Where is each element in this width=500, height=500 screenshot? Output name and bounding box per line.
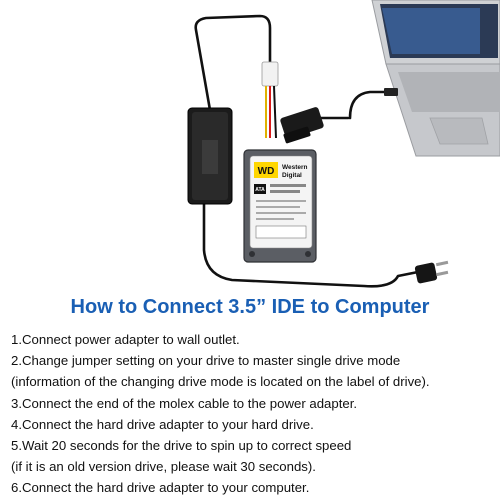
instruction-line: 1.Connect power adapter to wall outlet. (11, 332, 240, 347)
power-adapter-icon (187, 107, 233, 205)
product-illustration: WD Western Digital ATA (187, 0, 500, 288)
instruction-line: (if it is an old version drive, please w… (11, 459, 316, 475)
laptop-icon (371, 0, 500, 157)
instruction-line: (information of the changing drive mode … (11, 374, 430, 390)
instruction-line: 3.Connect the end of the molex cable to … (11, 395, 358, 411)
drive-logo: WD (258, 166, 275, 177)
wall-plug-icon (414, 260, 449, 284)
instruction-line: 6.Connect the hard drive adapter to your… (11, 480, 310, 496)
molex-connector (261, 61, 279, 139)
instruction-line: 5.Wait 20 seconds for the drive to spin … (11, 438, 352, 454)
instruction-line: 4.Connect the hard drive adapter to your… (11, 416, 314, 432)
drive-brand-top: Western (282, 164, 308, 171)
cables (194, 14, 420, 288)
instruction-list: 1.Connect power adapter to wall outlet. … (11, 329, 497, 499)
drive-badge: ATA (255, 187, 265, 193)
page-title: How to Connect 3.5” IDE to Computer (70, 296, 430, 318)
hard-drive-icon: WD Western Digital ATA (243, 149, 317, 263)
drive-brand-bottom: Digital (282, 172, 302, 179)
instruction-line: 2.Change jumper setting on your drive to… (11, 353, 401, 369)
usb-ide-adapter-icon (280, 88, 398, 144)
